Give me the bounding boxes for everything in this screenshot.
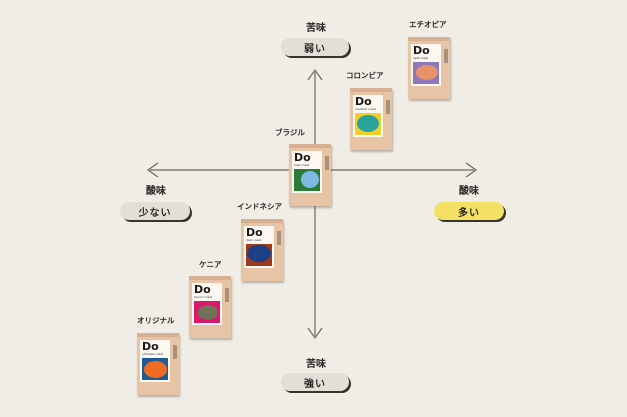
bottom-arrowhead xyxy=(307,327,323,340)
art-blob xyxy=(301,171,319,188)
brand-logo: Do xyxy=(142,340,159,353)
bottom-axis-label: 苦味 xyxy=(306,359,326,370)
bag-label: Do ultimate roast xyxy=(140,340,170,382)
bag-art xyxy=(142,358,168,380)
brand-logo: Do xyxy=(355,95,372,108)
art-blob xyxy=(144,361,167,378)
coffee-bag-brazil: Do high roast xyxy=(289,144,331,206)
product-name-indonesia: インドネシア xyxy=(237,202,282,211)
brand-logo: Do xyxy=(294,151,311,164)
coffee-bag-colombia: Do medium roast xyxy=(350,88,392,150)
roast-text: dark roast xyxy=(246,238,262,242)
bottom-axis-pill: 強い xyxy=(281,373,349,391)
bag-label: Do high roast xyxy=(292,151,322,193)
bag-art xyxy=(294,169,320,191)
side-text-mark xyxy=(386,100,390,114)
roast-text: light roast xyxy=(413,56,429,60)
bag-label: Do dark roast xyxy=(244,226,274,268)
top-axis-label: 苦味 xyxy=(306,23,326,34)
brand-logo: Do xyxy=(413,44,430,57)
top-arrowhead xyxy=(307,68,323,81)
roast-text: ultimate roast xyxy=(142,352,164,356)
bag-art xyxy=(194,301,220,323)
right-axis-label: 酸味 xyxy=(459,186,479,197)
product-name-original: オリジナル xyxy=(137,316,175,325)
left-axis-label: 酸味 xyxy=(146,186,166,197)
right-arrowhead xyxy=(465,162,478,178)
bag-art xyxy=(355,113,381,135)
product-name-colombia: コロンビア xyxy=(346,71,384,80)
right-axis-pill: 多い xyxy=(434,202,504,220)
product-name-kenya: ケニア xyxy=(199,260,222,269)
left-axis-pill: 少ない xyxy=(120,202,190,220)
bag-label: Do french roast xyxy=(192,283,222,325)
bag-art xyxy=(413,62,439,84)
side-text-mark xyxy=(444,49,448,63)
art-blob xyxy=(247,245,271,262)
bag-label: Do light roast xyxy=(411,44,441,86)
product-name-ethiopia: エチオピア xyxy=(409,20,447,29)
side-text-mark xyxy=(277,231,281,245)
coffee-bag-kenya: Do french roast xyxy=(189,276,231,338)
product-name-brazil: ブラジル xyxy=(275,128,305,137)
bag-art xyxy=(246,244,272,266)
roast-text: french roast xyxy=(194,295,213,299)
bag-label: Do medium roast xyxy=(353,95,383,137)
art-blob xyxy=(416,65,438,80)
side-text-mark xyxy=(225,288,229,302)
top-axis-pill: 弱い xyxy=(281,38,349,56)
coffee-bag-ethiopia: Do light roast xyxy=(408,37,450,99)
roast-text: high roast xyxy=(294,163,310,167)
art-blob xyxy=(198,305,218,320)
roast-text: medium roast xyxy=(355,107,376,111)
side-text-mark xyxy=(173,345,177,359)
coffee-bag-indonesia: Do dark roast xyxy=(241,219,283,281)
brand-logo: Do xyxy=(246,226,263,239)
art-blob xyxy=(357,115,379,132)
brand-logo: Do xyxy=(194,283,211,296)
coffee-bag-original: Do ultimate roast xyxy=(137,333,179,395)
left-arrowhead xyxy=(146,162,159,178)
side-text-mark xyxy=(325,156,329,170)
